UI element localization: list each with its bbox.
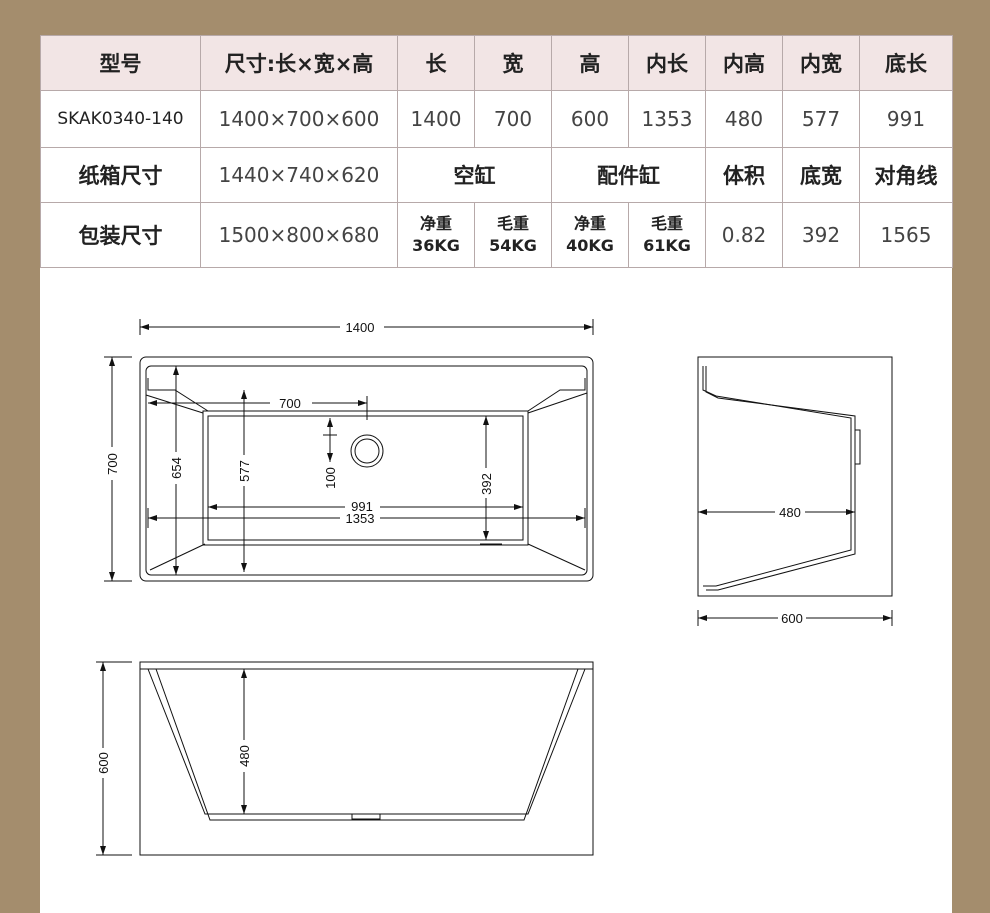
height-value: 600: [551, 90, 629, 148]
side-view: [697, 356, 893, 626]
header-height: 高: [551, 35, 629, 91]
net-weight-value: 36KG: [412, 236, 460, 255]
package-label: 包装尺寸: [40, 202, 201, 268]
inner-height-value: 480: [705, 90, 783, 148]
header-inner-length: 内长: [628, 35, 706, 91]
carton-label: 纸箱尺寸: [40, 147, 201, 203]
carton-value: 1440×740×620: [200, 147, 398, 203]
gross-weight-label: 毛重: [496, 214, 529, 233]
dim-inner-width: 654: [169, 457, 184, 479]
size-value: 1400×700×600: [200, 90, 398, 148]
diagonal-label: 对角线: [859, 147, 953, 203]
dim-front-inner-height: 480: [237, 745, 252, 767]
accessory-tub-label: 配件缸: [551, 147, 706, 203]
model-value: SKAK0340-140: [40, 90, 201, 148]
spec-table: 型号 尺寸:长×宽×高 长 宽 高 内长 内高 内宽 底长 SKAK0340-1…: [40, 35, 953, 268]
gross-weight-accessory: 毛重 61KG: [628, 202, 706, 268]
header-length: 长: [397, 35, 475, 91]
dim-inner-length: 1353: [346, 511, 375, 526]
dim-inner-width-2: 577: [237, 460, 252, 482]
model-row: SKAK0340-140 1400×700×600 1400 700 600 1…: [40, 90, 953, 148]
dim-side-inner-height: 480: [779, 505, 801, 520]
inner-length-value: 1353: [628, 90, 706, 148]
spec-sheet: 型号 尺寸:长×宽×高 长 宽 高 内长 内高 内宽 底长 SKAK0340-1…: [40, 35, 953, 913]
net-weight-label: 净重: [573, 214, 606, 233]
bottom-width-label: 底宽: [782, 147, 860, 203]
package-value: 1500×800×680: [200, 202, 398, 268]
length-value: 1400: [397, 90, 475, 148]
dim-height: 600: [96, 752, 111, 774]
header-inner-width: 内宽: [782, 35, 860, 91]
dim-width: 700: [105, 453, 120, 475]
gross-weight-value: 54KG: [489, 236, 537, 255]
net-weight-label: 净重: [419, 214, 452, 233]
front-view: [96, 661, 594, 856]
dim-bottom-width: 392: [479, 473, 494, 495]
dim-side-width: 600: [781, 611, 803, 626]
dim-half-length: 700: [279, 396, 301, 411]
header-inner-height: 内高: [705, 35, 783, 91]
dim-bottom-length: 991: [351, 499, 373, 514]
net-weight-empty: 净重 36KG: [397, 202, 475, 268]
dim-length: 1400: [346, 320, 375, 335]
top-view: [139, 356, 594, 582]
gross-weight-value: 61KG: [643, 236, 691, 255]
empty-tub-label: 空缸: [397, 147, 552, 203]
gross-weight-label: 毛重: [650, 214, 683, 233]
dimension-labels: 1400 700 654 577 700 100 392 991 1353 48…: [96, 320, 803, 774]
net-weight-value: 40KG: [566, 236, 614, 255]
dim-drain-offset: 100: [323, 467, 338, 489]
net-weight-accessory: 净重 40KG: [551, 202, 629, 268]
header-bottom-length: 底长: [859, 35, 953, 91]
header-size: 尺寸:长×宽×高: [200, 35, 398, 91]
gross-weight-empty: 毛重 54KG: [474, 202, 552, 268]
bottom-length-value: 991: [859, 90, 953, 148]
dimension-arrows: [100, 324, 892, 855]
bottom-width-value: 392: [782, 202, 860, 268]
header-model: 型号: [40, 35, 201, 91]
package-row: 包装尺寸 1500×800×680 净重 36KG 毛重 54KG 净重 40K…: [40, 202, 953, 268]
inner-width-value: 577: [782, 90, 860, 148]
width-value: 700: [474, 90, 552, 148]
carton-row: 纸箱尺寸 1440×740×620 空缸 配件缸 体积 底宽 对角线: [40, 147, 953, 203]
top-view-dimensions: [104, 319, 594, 582]
diagonal-value: 1565: [859, 202, 953, 268]
header-width: 宽: [474, 35, 552, 91]
header-row: 型号 尺寸:长×宽×高 长 宽 高 内长 内高 内宽 底长: [40, 35, 953, 91]
